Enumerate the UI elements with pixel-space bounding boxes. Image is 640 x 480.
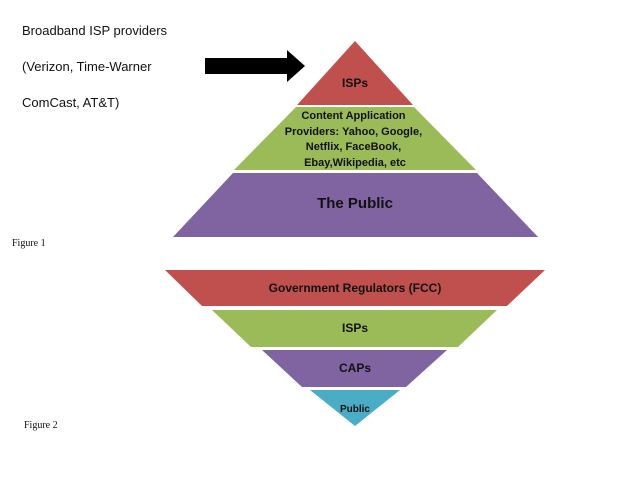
side-text-line-1: Broadband ISP providers bbox=[22, 23, 168, 38]
pyramid-label-public: The Public bbox=[317, 195, 393, 212]
pyramid-layer-content-providers bbox=[234, 107, 476, 170]
inverted-layer-isps bbox=[212, 310, 497, 347]
inverted-label-isps: ISPs bbox=[342, 321, 368, 335]
inverted-label-public: Public bbox=[340, 404, 370, 415]
figure-1-caption: Figure 1 bbox=[12, 238, 46, 249]
pyramid-layer-isps bbox=[297, 41, 413, 105]
inverted-layer-public bbox=[310, 390, 400, 426]
figure-1-pyramid: ISPs Content Application Providers: Yaho… bbox=[173, 41, 538, 237]
side-text-line-2: (Verizon, Time-Warner bbox=[22, 59, 152, 74]
pyramid-label-content-providers: Content Application Providers: Yahoo, Go… bbox=[285, 110, 425, 169]
inverted-layer-caps bbox=[262, 350, 447, 387]
figure-2-inverted-pyramid: Government Regulators (FCC) ISPs CAPs Pu… bbox=[165, 270, 545, 426]
inverted-label-regulators: Government Regulators (FCC) bbox=[269, 281, 442, 295]
inverted-layer-regulators bbox=[165, 270, 545, 306]
figure-2-caption: Figure 2 bbox=[24, 420, 58, 431]
pyramid-label-isps: ISPs bbox=[342, 76, 368, 90]
pyramid-layer-public bbox=[173, 173, 538, 237]
inverted-label-caps: CAPs bbox=[339, 361, 371, 375]
right-arrow-icon bbox=[205, 50, 305, 82]
side-text-line-3: ComCast, AT&T) bbox=[22, 95, 120, 110]
